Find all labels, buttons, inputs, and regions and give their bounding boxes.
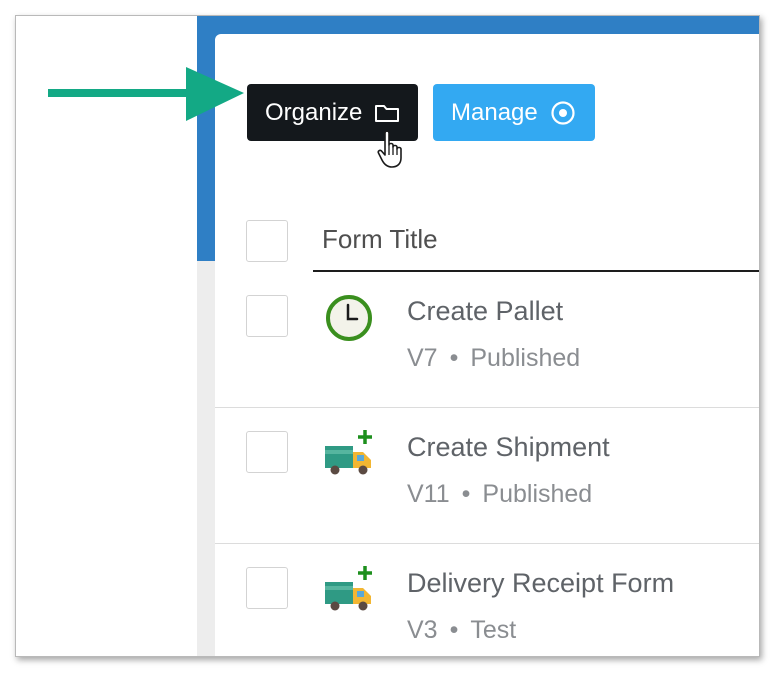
truck-add-icon bbox=[325, 430, 372, 475]
separator-dot: • bbox=[461, 480, 471, 508]
select-all-checkbox[interactable] bbox=[246, 220, 288, 262]
column-header-form-title[interactable]: Form Title bbox=[322, 224, 438, 254]
form-version: V3 bbox=[407, 616, 438, 644]
annotation-arrow-icon bbox=[48, 67, 244, 121]
row-checkbox[interactable] bbox=[246, 567, 288, 609]
target-icon bbox=[550, 100, 576, 126]
form-meta: V11 • Published bbox=[407, 480, 592, 509]
table-row[interactable]: Create Shipment V11 • Published bbox=[215, 408, 759, 544]
table-header: Form Title bbox=[215, 212, 759, 272]
form-version: V7 bbox=[407, 344, 438, 372]
table-row[interactable]: Create Pallet V7 • Published bbox=[215, 272, 759, 408]
form-status: Test bbox=[470, 616, 517, 644]
form-title[interactable]: Create Pallet bbox=[407, 296, 564, 326]
header-sort-underline bbox=[313, 270, 759, 272]
form-meta: V3 • Test bbox=[407, 616, 516, 645]
row-checkbox[interactable] bbox=[246, 295, 288, 337]
form-meta: V7 • Published bbox=[407, 344, 580, 373]
manage-button[interactable]: Manage bbox=[433, 84, 595, 141]
form-status: Published bbox=[470, 344, 581, 372]
separator-dot: • bbox=[449, 616, 459, 644]
form-status: Published bbox=[482, 480, 593, 508]
separator-dot: • bbox=[449, 344, 459, 372]
organize-label: Organize bbox=[265, 98, 363, 126]
form-title[interactable]: Delivery Receipt Form bbox=[407, 568, 675, 598]
row-checkbox[interactable] bbox=[246, 431, 288, 473]
form-version: V11 bbox=[407, 480, 450, 508]
manage-label: Manage bbox=[451, 98, 538, 126]
left-margin bbox=[16, 16, 197, 656]
form-title[interactable]: Create Shipment bbox=[407, 432, 610, 462]
truck-add-icon bbox=[325, 566, 372, 611]
clock-icon bbox=[326, 295, 372, 341]
organize-button[interactable]: Organize bbox=[247, 84, 418, 141]
forms-panel: Organize Manage Form Title bbox=[215, 34, 759, 656]
folder-icon bbox=[374, 102, 400, 124]
hand-cursor-icon bbox=[377, 130, 402, 168]
screenshot-frame: Organize Manage Form Title bbox=[15, 15, 760, 657]
table-row[interactable]: Delivery Receipt Form V3 • Test bbox=[215, 544, 759, 656]
